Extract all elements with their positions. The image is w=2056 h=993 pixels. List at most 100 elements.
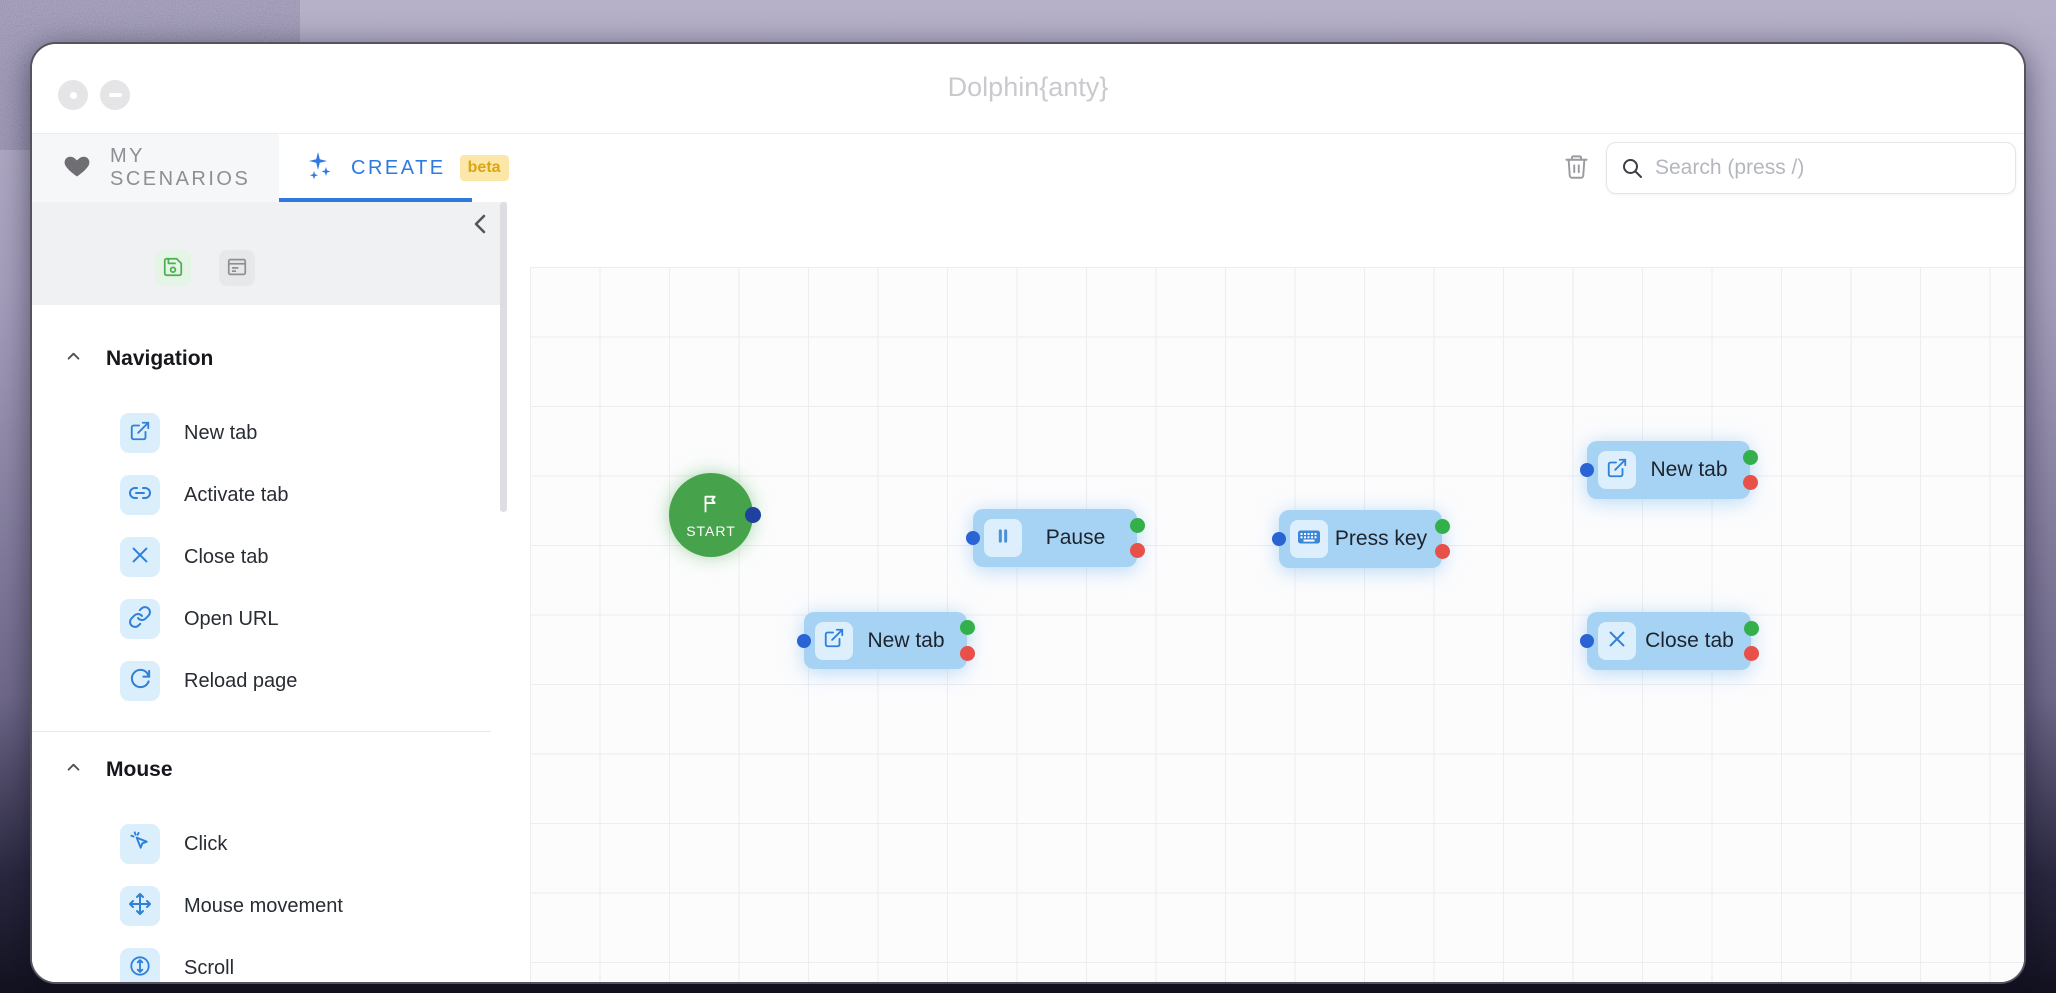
icon-chip xyxy=(120,413,160,453)
sidebar-item-label: Mouse movement xyxy=(184,894,343,917)
node-label: Close tab xyxy=(1645,629,1734,652)
section-divider xyxy=(32,731,491,732)
new-tab-icon xyxy=(1606,457,1628,484)
trash-icon xyxy=(1563,153,1590,183)
error-port[interactable] xyxy=(1742,475,1758,491)
window-minimize-button[interactable] xyxy=(100,80,130,110)
section-header-mouse[interactable]: Mouse xyxy=(32,758,507,782)
reload-page-icon xyxy=(129,667,152,695)
window-title: Dolphin{anty} xyxy=(947,72,1109,102)
section-label: Navigation xyxy=(106,347,214,370)
output-port[interactable] xyxy=(745,507,761,523)
delete-button[interactable] xyxy=(1563,153,1590,183)
node-icon-chip xyxy=(1598,622,1636,660)
edges-layer xyxy=(530,267,830,417)
sidebar-item-label: Click xyxy=(184,832,228,855)
sparkles-icon xyxy=(303,150,335,187)
chevron-left-icon xyxy=(469,214,493,241)
icon-chip xyxy=(120,948,160,982)
input-port[interactable] xyxy=(797,633,811,648)
sidebar-header xyxy=(32,202,507,305)
section-label: Mouse xyxy=(106,758,173,781)
icon-chip xyxy=(120,475,160,515)
icon-chip xyxy=(120,537,160,577)
save-icon xyxy=(162,256,184,281)
search-icon xyxy=(1620,156,1644,185)
sidebar-item-new-tab[interactable]: New tab xyxy=(120,413,507,453)
node-icon-chip xyxy=(1290,520,1328,558)
sidebar-item-click[interactable]: Click xyxy=(120,824,507,864)
collapse-sidebar-button[interactable] xyxy=(469,210,493,241)
window-record-button[interactable] xyxy=(58,80,88,110)
node-new-tab-1[interactable]: New tab xyxy=(797,612,975,669)
tab-my-scenarios-label: MY SCENARIOS xyxy=(110,145,251,190)
error-port[interactable] xyxy=(959,645,975,661)
node-press-key-1[interactable]: Press key xyxy=(1272,510,1450,568)
dot-icon xyxy=(69,91,77,99)
tab-create-label: CREATE xyxy=(351,156,446,179)
error-port[interactable] xyxy=(1743,646,1759,662)
success-port[interactable] xyxy=(959,620,975,636)
sidebar-item-open-url[interactable]: Open URL xyxy=(120,599,507,639)
node-label: Press key xyxy=(1334,527,1428,550)
success-port[interactable] xyxy=(1743,620,1759,636)
save-scenario-button[interactable] xyxy=(154,250,191,286)
node-close-tab-1[interactable]: Close tab xyxy=(1580,612,1759,670)
form-view-button[interactable] xyxy=(218,250,255,286)
mouse-movement-icon xyxy=(128,892,152,921)
chevron-up-icon xyxy=(65,348,82,370)
input-port[interactable] xyxy=(966,531,980,545)
icon-chip xyxy=(120,824,160,864)
node-pause-1[interactable]: Pause xyxy=(966,509,1145,567)
close-tab-icon xyxy=(1606,628,1628,655)
node-icon-chip xyxy=(1598,451,1636,489)
sidebar-item-reload-page[interactable]: Reload page xyxy=(120,661,507,701)
sidebar-item-activate-tab[interactable]: Activate tab xyxy=(120,475,507,515)
search-box xyxy=(1606,142,2016,194)
input-port[interactable] xyxy=(1272,532,1286,546)
node-new-tab-2[interactable]: New tab xyxy=(1580,441,1758,499)
icon-chip xyxy=(120,661,160,701)
section-header-navigation[interactable]: Navigation xyxy=(32,347,507,371)
input-port[interactable] xyxy=(1580,463,1594,477)
icon-chip xyxy=(120,599,160,639)
tab-my-scenarios[interactable]: MY SCENARIOS xyxy=(32,134,279,202)
node-label: New tab xyxy=(867,628,945,652)
start-node-label: START xyxy=(686,522,736,539)
input-port[interactable] xyxy=(1580,634,1594,648)
new-tab-icon xyxy=(823,627,845,654)
scroll-icon xyxy=(129,955,151,982)
click-icon xyxy=(129,830,152,858)
minus-icon xyxy=(108,92,122,98)
start-node[interactable]: START xyxy=(669,473,761,557)
error-port[interactable] xyxy=(1129,543,1145,559)
node-icon-chip xyxy=(815,621,853,660)
search-input[interactable] xyxy=(1606,142,2016,194)
beta-badge: beta xyxy=(459,155,509,181)
node-label: Pause xyxy=(1045,526,1106,549)
sidebar-item-label: Activate tab xyxy=(184,483,289,506)
flag-icon xyxy=(700,492,722,521)
pause-icon xyxy=(993,526,1013,551)
title-bar: Dolphin{anty} xyxy=(32,44,2024,133)
sidebar-item-label: Close tab xyxy=(184,545,269,568)
sidebar-item-scroll[interactable]: Scroll xyxy=(120,948,507,982)
heart-icon xyxy=(62,152,92,185)
sidebar-item-close-tab[interactable]: Close tab xyxy=(120,537,507,577)
node-icon-chip xyxy=(984,519,1022,557)
success-port[interactable] xyxy=(1742,449,1758,465)
sidebar-item-mouse-movement[interactable]: Mouse movement xyxy=(120,886,507,926)
success-port[interactable] xyxy=(1129,517,1145,533)
sidebar-scrollbar[interactable] xyxy=(500,202,507,512)
error-port[interactable] xyxy=(1434,544,1450,560)
sidebar-item-label: Open URL xyxy=(184,607,279,630)
success-port[interactable] xyxy=(1434,518,1450,534)
tab-create[interactable]: CREATE beta xyxy=(279,134,509,202)
activate-tab-icon xyxy=(128,481,152,510)
